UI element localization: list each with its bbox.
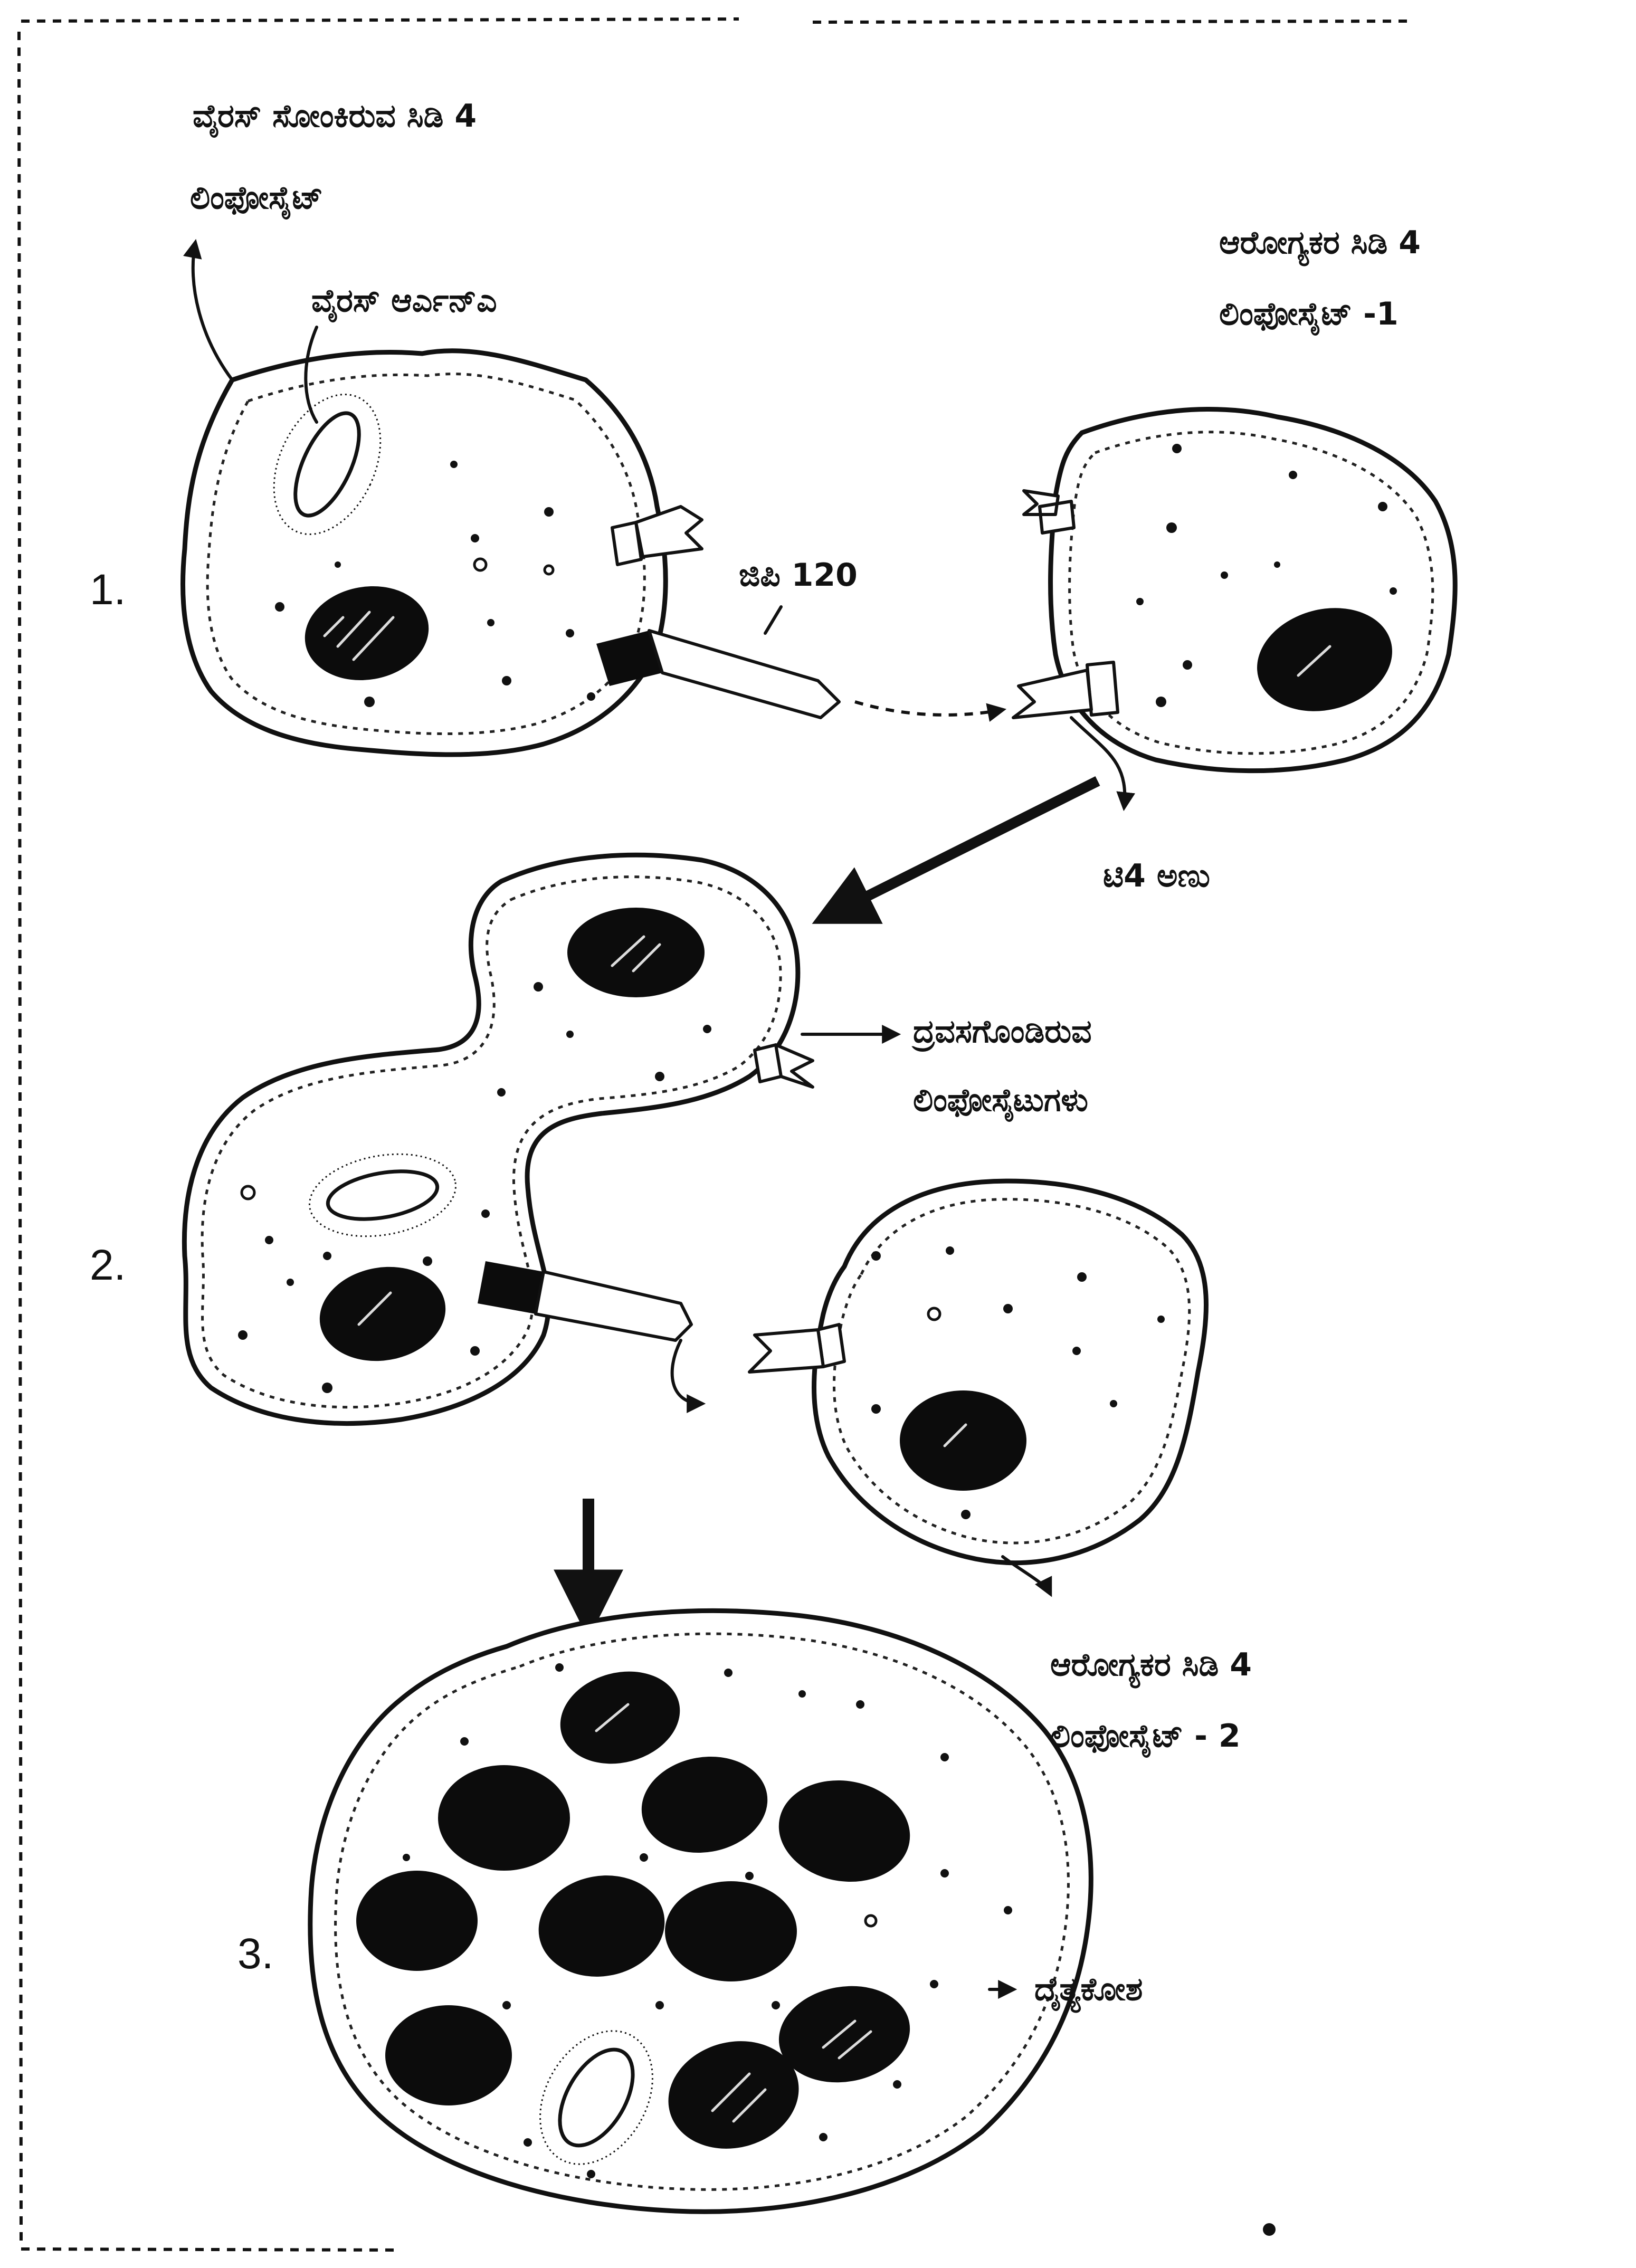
infected-cell-label-line2: ಲಿಂಫೋಸೈಟ್ bbox=[190, 179, 323, 220]
fusion-arrow bbox=[823, 781, 1098, 918]
healthy-cell-2-label-line1: ಆರೋಗ್ಯಕರ ಸಿಡಿ 4 bbox=[1050, 1646, 1252, 1688]
viral-rna-label: ವೈರಸ್ ಆರ್ಎನ್ಎ bbox=[311, 282, 497, 322]
healthy-cell-2-label-line2: ಲಿಂಫೋಸೈಟ್ - 2 bbox=[1050, 1718, 1241, 1758]
fused-cells-label-line1: ದ್ರವಸಗೊಂಡಿರುವ bbox=[911, 1013, 1092, 1052]
syncytium-label: ದೈತ್ಯಕೋಶ bbox=[1034, 1971, 1143, 2013]
step-1-number: 1. bbox=[90, 566, 126, 614]
healthy-cell-1-label-line1: ಆರೋಗ್ಯಕರ ಸಿಡಿ 4 bbox=[1219, 224, 1421, 266]
fused-nucleus-top bbox=[567, 908, 705, 997]
gp120-label: ಜಿಪಿ 120 bbox=[739, 557, 858, 594]
step-3-number: 3. bbox=[237, 1930, 273, 1978]
fused-lymphocytes bbox=[184, 855, 813, 1423]
fused-cells-label-line2: ಲಿಂಫೋಸೈಟುಗಳು bbox=[913, 1082, 1088, 1122]
binding-arrow bbox=[855, 702, 1003, 715]
healthy-cd4-cell-1 bbox=[1013, 409, 1455, 771]
gp120-leader bbox=[765, 607, 781, 633]
healthy-cell-1-label-line2: ಲಿಂಫೋಸೈಟ್ -1 bbox=[1219, 296, 1399, 336]
fused-receptor-flag bbox=[755, 1045, 813, 1087]
stray-dot bbox=[1263, 2223, 1276, 2236]
t4-receptor-flag-2 bbox=[749, 1330, 823, 1372]
t4-receptor-flag bbox=[1013, 670, 1091, 718]
infected-cell-leader bbox=[193, 243, 232, 380]
healthy-cd4-cell-2 bbox=[749, 1181, 1206, 1562]
healthy-cell-2-nucleus bbox=[900, 1390, 1026, 1491]
infected-cd4-cell bbox=[183, 351, 702, 755]
t4-molecule-label: ಟಿ4 ಅಣು bbox=[1103, 857, 1210, 894]
step-2-number: 2. bbox=[90, 1241, 126, 1289]
syncytium-giant-cell bbox=[310, 1611, 1091, 2212]
infected-cell-label-line1: ವೈರಸ್ ಸೋಂಕಿರುವ ಸಿಡಿ 4 bbox=[193, 98, 477, 138]
gp120-protein bbox=[596, 631, 839, 718]
gp120-binding-arrow-2 bbox=[672, 1340, 702, 1404]
